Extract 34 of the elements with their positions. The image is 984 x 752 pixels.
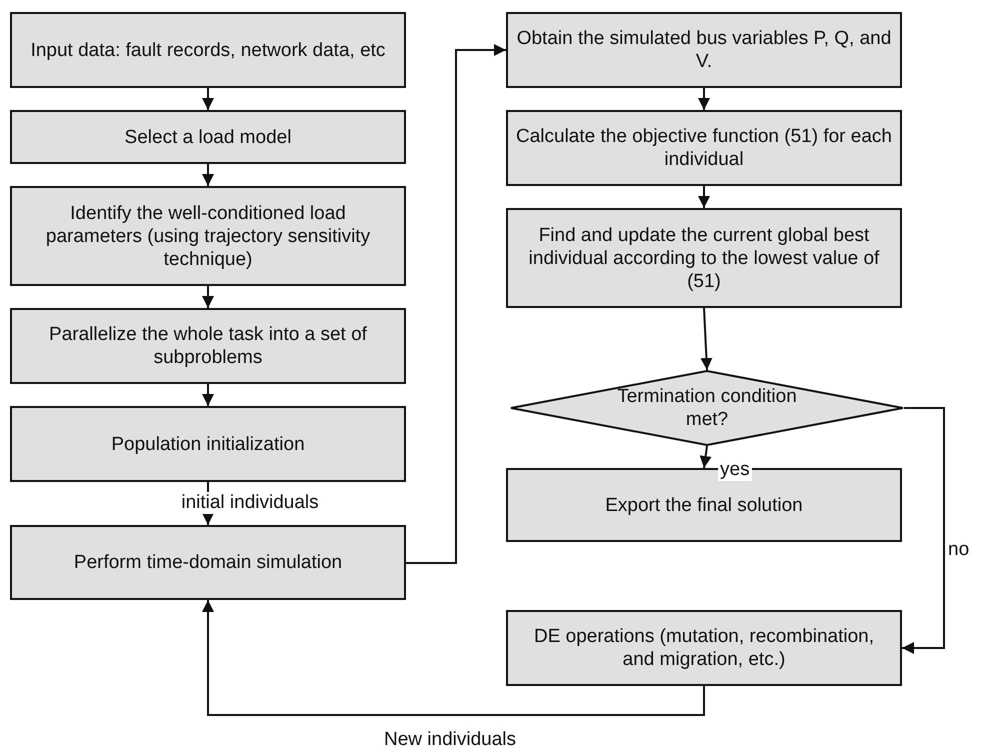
node-text: Find and update the current global best individual according to the lowest value of (51) [528, 224, 880, 292]
arrow [406, 44, 506, 564]
arrow [202, 164, 214, 186]
process-box [506, 610, 902, 686]
node-text: Calculate the objective function (51) for each individual [516, 125, 892, 171]
process-box [10, 12, 406, 88]
arrow [700, 308, 712, 370]
node-text: Obtain the simulated bus variables P, Q, and V. [516, 27, 892, 73]
node-text: Input data: fault records, network data, etc [30, 38, 386, 62]
node-text: Parallelize the whole task into a set of subproblems [48, 323, 368, 369]
process-box [10, 186, 406, 286]
arrow [700, 446, 712, 468]
arrow [202, 384, 214, 406]
arrow [698, 88, 710, 110]
arrow [202, 88, 214, 110]
node-text: Termination condition met? [616, 385, 798, 431]
process-box [506, 208, 902, 308]
arrow [202, 600, 705, 716]
process-box [10, 110, 406, 164]
process-box [10, 406, 406, 482]
process-box [10, 525, 406, 600]
node-text: Export the final solution [605, 494, 803, 516]
process-box [506, 110, 902, 186]
arrow [202, 286, 214, 308]
node-text: Population initialization [111, 432, 305, 456]
node-text: DE operations (mutation, recombination, and migration, etc.) [532, 625, 876, 671]
decision-diamond [510, 370, 904, 446]
process-box [10, 308, 406, 384]
arrow [698, 186, 710, 208]
node-text: Select a load model [124, 126, 292, 148]
node-text: Perform time-domain simulation [74, 551, 342, 574]
arrow [902, 407, 945, 654]
node-text: Identify the well-conditioned load parameters (using trajectory sensitivity technique) [44, 202, 372, 270]
process-box [506, 12, 902, 88]
